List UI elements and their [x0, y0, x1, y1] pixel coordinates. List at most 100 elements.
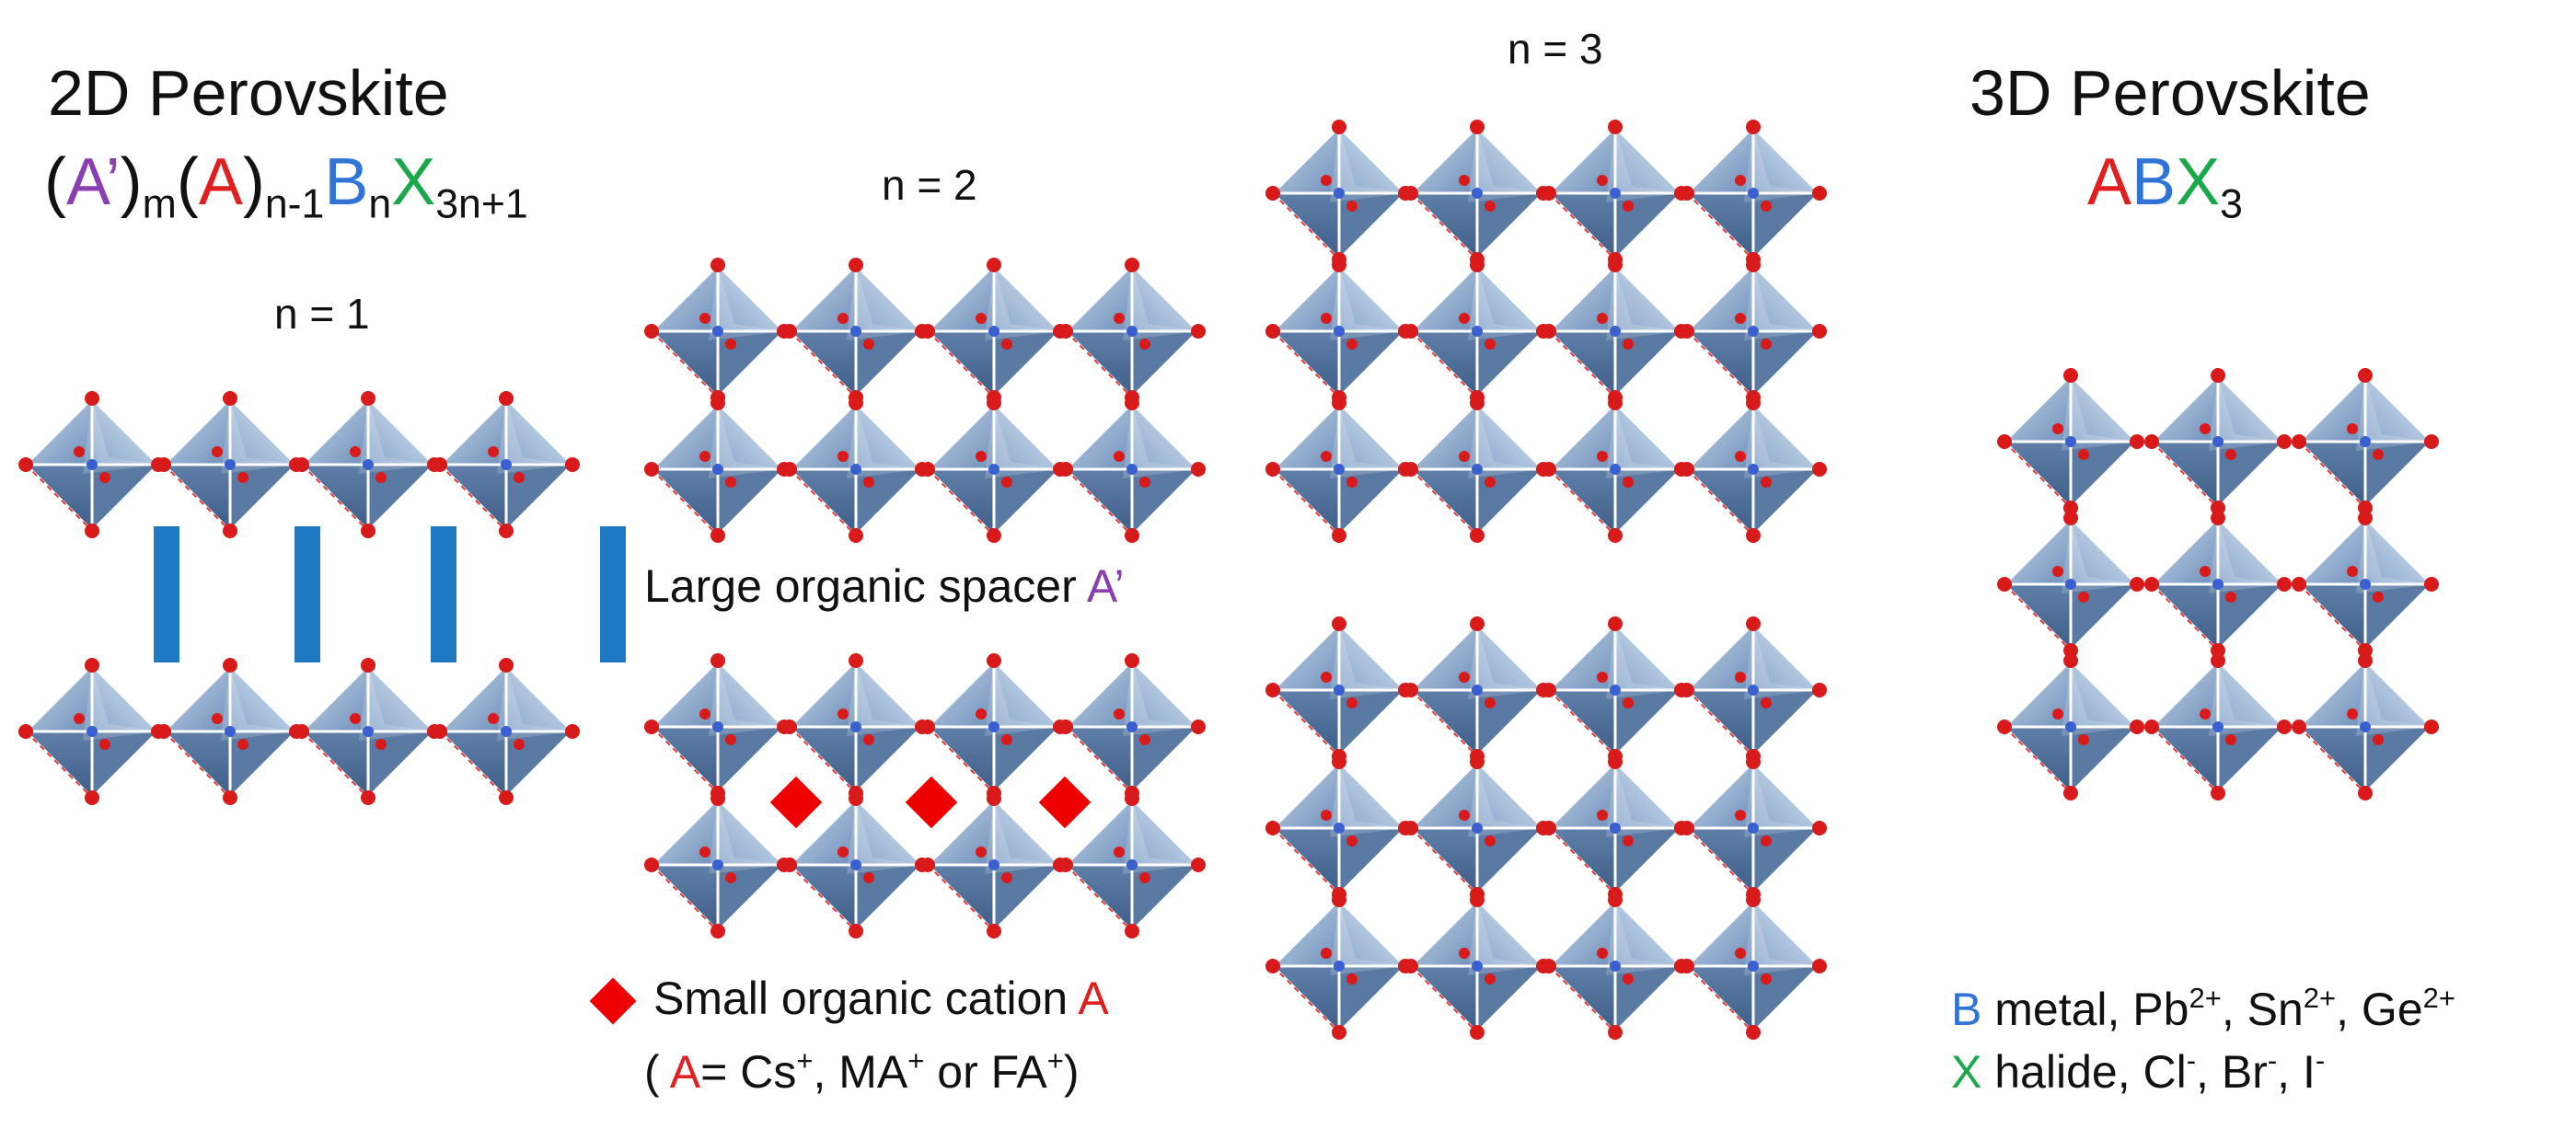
cation-open: (	[644, 1046, 670, 1098]
formula-nm1: n-1	[264, 181, 325, 227]
octahedron-n2-bottom	[1057, 789, 1207, 940]
octahedron-n3-bottom	[1678, 753, 1829, 904]
formula-x-sub: 3n+1	[435, 181, 528, 227]
small-cation-diamond	[905, 776, 958, 829]
x-i-sup: -	[2315, 1043, 2326, 1077]
label-n1: n = 1	[274, 290, 370, 338]
spacer-legend: Large organic spacer A’	[644, 563, 1125, 609]
cation-or: or FA	[924, 1046, 1047, 1098]
octahedron-n1-bottom	[431, 656, 582, 807]
right-formula-x: X	[2176, 145, 2221, 219]
octahedron-n1-top	[431, 389, 582, 540]
organic-spacer-bar	[154, 526, 179, 662]
b-legend-symbol: B	[1951, 984, 1982, 1035]
left-formula: (A’)m(A)n-1BnX3n+1	[44, 149, 528, 225]
octahedron-n3-top	[1540, 256, 1691, 407]
octahedron-n2-top	[918, 256, 1069, 407]
octahedron-n3-top	[1402, 394, 1553, 545]
cation-eq: = Cs	[700, 1046, 797, 1098]
octahedron-n2-top	[918, 394, 1069, 545]
right-formula-b: B	[2131, 145, 2177, 219]
left-title: 2D Perovskite	[48, 57, 449, 129]
octahedron-3d	[1995, 366, 2146, 517]
b-sn: , Sn	[2221, 984, 2304, 1035]
cation-ma-sup: +	[907, 1043, 925, 1077]
formula-x: X	[391, 145, 436, 219]
x-cl-sup: -	[2186, 1043, 2197, 1077]
octahedron-n3-top	[1264, 118, 1415, 269]
octahedron-n3-top	[1264, 394, 1415, 545]
octahedron-n3-bottom	[1264, 891, 1415, 1042]
formula-open1: (	[44, 145, 66, 219]
b-legend: B metal, Pb2+, Sn2+, Ge2+	[1951, 984, 2455, 1035]
octahedron-n2-top	[1057, 394, 1207, 545]
octahedron-n2-top	[780, 256, 931, 407]
octahedron-n2-top	[642, 394, 793, 545]
octahedron-n3-top	[1402, 118, 1553, 269]
x-legend-symbol: X	[1951, 1046, 1982, 1098]
cation-legend-line1: Small organic cation A	[589, 973, 1109, 1025]
cation-legend-text: Small organic cation	[653, 973, 1079, 1024]
x-legend-text: halide, Cl	[1981, 1046, 2187, 1098]
octahedron-n1-bottom	[293, 656, 444, 807]
cation-legend-line2: ( A= Cs+, MA+ or FA+)	[644, 1046, 1080, 1098]
x-br-sup: -	[2267, 1043, 2278, 1077]
b-ge-sup: 2+	[2422, 981, 2455, 1014]
octahedron-n1-bottom	[155, 656, 306, 807]
formula-b: B	[324, 145, 369, 219]
b-sn-sup: 2+	[2303, 981, 2337, 1014]
spacer-legend-symbol: A’	[1086, 560, 1125, 612]
formula-m: m	[142, 181, 177, 227]
octahedron-n2-top	[1057, 256, 1207, 407]
octahedron-n1-top	[293, 389, 444, 540]
octahedron-n1-top	[17, 389, 167, 540]
cation-diamond-icon	[589, 977, 637, 1025]
small-cation-diamond	[1038, 776, 1092, 829]
octahedron-3d	[1995, 651, 2146, 802]
octahedron-n2-bottom	[642, 651, 793, 802]
octahedron-n3-bottom	[1540, 753, 1691, 904]
octahedron-n3-top	[1540, 118, 1691, 269]
octahedron-n3-bottom	[1264, 615, 1415, 766]
label-n2: n = 2	[882, 161, 977, 209]
cation-ma: , MA	[813, 1046, 908, 1098]
organic-spacer-bar	[600, 526, 626, 662]
octahedron-3d	[2143, 366, 2293, 517]
b-ge: , Ge	[2336, 984, 2423, 1035]
b-pb-sup: 2+	[2189, 981, 2222, 1014]
octahedron-n2-top	[780, 394, 931, 545]
octahedron-n3-top	[1264, 256, 1415, 407]
octahedron-n3-top	[1678, 256, 1829, 407]
cation-a-symbol: A	[669, 1046, 701, 1098]
octahedron-n3-bottom	[1678, 891, 1829, 1042]
octahedron-n3-bottom	[1402, 891, 1553, 1042]
spacer-legend-text: Large organic spacer	[644, 560, 1087, 612]
octahedron-n3-bottom	[1402, 753, 1553, 904]
organic-spacer-bar	[431, 526, 456, 662]
right-formula: ABX3	[2087, 149, 2243, 225]
octahedron-n2-bottom	[1057, 651, 1207, 802]
octahedron-n3-top	[1402, 256, 1553, 407]
octahedron-3d	[2290, 509, 2441, 660]
label-n3: n = 3	[1507, 25, 1603, 73]
octahedron-3d	[2143, 509, 2293, 660]
octahedron-n3-top	[1540, 394, 1691, 545]
octahedron-3d	[1995, 509, 2146, 660]
formula-a: A	[198, 145, 243, 219]
formula-open2: (	[176, 145, 199, 219]
octahedron-n2-top	[642, 256, 793, 407]
organic-spacer-bar	[295, 526, 320, 662]
octahedron-n2-bottom	[918, 651, 1069, 802]
octahedron-n1-bottom	[17, 656, 167, 807]
octahedron-n3-bottom	[1540, 615, 1691, 766]
octahedron-n3-bottom	[1540, 891, 1691, 1042]
octahedron-n2-bottom	[780, 651, 931, 802]
formula-close2: )	[242, 145, 265, 219]
octahedron-n3-top	[1678, 394, 1829, 545]
octahedron-n3-bottom	[1678, 615, 1829, 766]
formula-a-prime: A’	[65, 145, 121, 219]
right-formula-a: A	[2087, 145, 2132, 219]
cation-cs-sup: +	[796, 1043, 814, 1077]
x-legend: X halide, Cl-, Br-, I-	[1951, 1046, 2325, 1098]
